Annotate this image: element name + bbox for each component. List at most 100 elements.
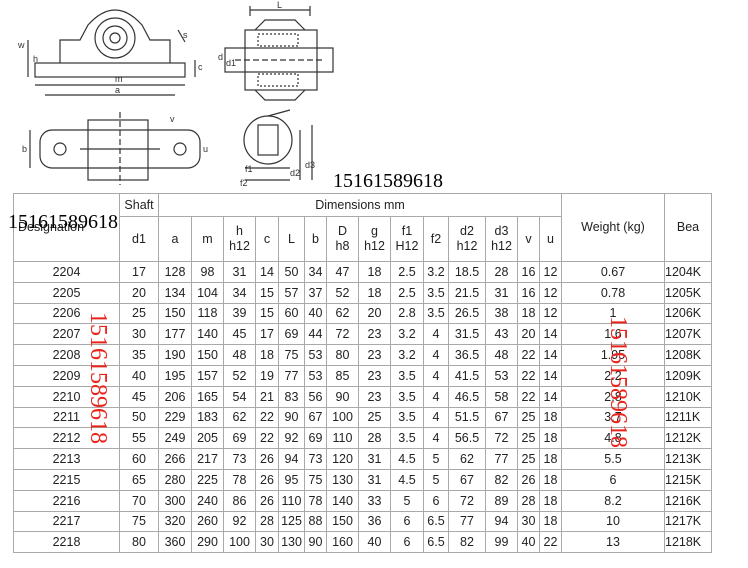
- label-c: c: [198, 62, 203, 72]
- label-b: b: [22, 144, 27, 154]
- table-cell: 72: [485, 427, 518, 450]
- table-cell: 60: [278, 302, 305, 325]
- label-h: h: [33, 54, 38, 64]
- table-cell: 82: [485, 468, 518, 491]
- table-cell: 18: [517, 302, 540, 325]
- table-cell: 4: [423, 427, 449, 450]
- table-cell: 41.5: [448, 364, 486, 387]
- table-cell: 70: [119, 489, 159, 512]
- table-cell: 2216: [13, 489, 120, 512]
- table-cell: 5: [423, 448, 449, 470]
- table-cell: 25: [119, 302, 159, 325]
- table-cell: 92: [223, 510, 256, 533]
- table-cell: 18: [539, 489, 562, 512]
- table-cell: 1209K: [664, 364, 712, 387]
- table-cell: 2215: [13, 468, 120, 491]
- table-cell: 12: [539, 281, 562, 304]
- table-cell: 90: [326, 385, 359, 408]
- dimension-col-header-top: g: [371, 224, 378, 238]
- dimension-col-header: v: [517, 216, 540, 262]
- table-cell: 36.5: [448, 344, 486, 366]
- table-cell: 28: [255, 510, 279, 533]
- table-cell: 35: [119, 344, 159, 366]
- table-cell: 10: [561, 510, 665, 533]
- table-cell: 46.5: [448, 385, 486, 408]
- table-cell: 23: [358, 323, 391, 346]
- table-cell: 150: [158, 302, 192, 325]
- table-cell: 56: [304, 385, 327, 408]
- label-d: d: [218, 52, 223, 62]
- table-cell: 28: [358, 427, 391, 450]
- table-cell: 2.8: [390, 302, 424, 325]
- table-cell: 17: [119, 261, 159, 283]
- table-cell: 77: [448, 510, 486, 533]
- table-cell: 30: [255, 531, 279, 554]
- table-cell: 2213: [13, 448, 120, 470]
- table-cell: 65: [119, 468, 159, 491]
- table-cell: 14: [539, 323, 562, 346]
- table-cell: 55: [119, 427, 159, 450]
- table-cell: 360: [158, 531, 192, 554]
- table-cell: 19: [255, 364, 279, 387]
- dimension-col-header-bottom: h12: [364, 239, 385, 253]
- table-cell: 90: [304, 531, 327, 554]
- label-d1: d1: [226, 58, 236, 68]
- table-cell: 48: [485, 344, 518, 366]
- table-cell: 104: [191, 281, 224, 304]
- table-cell: 8.2: [561, 489, 665, 512]
- phone-watermark-top: 15161589618: [333, 170, 443, 192]
- table-cell: 89: [485, 489, 518, 512]
- table-cell: 20: [358, 302, 391, 325]
- table-cell: 3.5: [390, 385, 424, 408]
- table-cell: 0.78: [561, 281, 665, 304]
- table-cell: 18: [539, 510, 562, 533]
- table-cell: 26: [255, 489, 279, 512]
- table-cell: 4.5: [390, 468, 424, 491]
- table-cell: 88: [304, 510, 327, 533]
- table-cell: 80: [326, 344, 359, 366]
- dimension-col-header-bottom: b: [312, 231, 319, 246]
- dimension-col-header-bottom: h12: [229, 239, 250, 253]
- table-cell: 20: [517, 323, 540, 346]
- dimension-col-header-bottom: a: [171, 231, 179, 246]
- table-cell: 4: [423, 406, 449, 429]
- table-cell: 40: [304, 302, 327, 325]
- table-cell: 40: [358, 531, 391, 554]
- table-cell: 110: [278, 489, 305, 512]
- table-cell: 14: [255, 261, 279, 283]
- table-cell: 1206K: [664, 302, 712, 325]
- table-cell: 31: [485, 281, 518, 304]
- table-cell: 14: [539, 344, 562, 366]
- table-cell: 31: [358, 468, 391, 491]
- table-cell: 31: [223, 261, 256, 283]
- table-cell: 1207K: [664, 323, 712, 346]
- table-cell: 34: [223, 281, 256, 304]
- dimension-col-header: c: [255, 216, 279, 262]
- table-cell: 90: [278, 406, 305, 429]
- table-cell: 18: [539, 427, 562, 450]
- table-cell: 249: [158, 427, 192, 450]
- table-cell: 12: [539, 261, 562, 283]
- table-cell: 6.5: [423, 510, 449, 533]
- dimension-col-header-bottom: c: [263, 231, 271, 246]
- label-w: w: [17, 40, 25, 50]
- table-cell: 26: [517, 468, 540, 491]
- table-cell: 14: [539, 385, 562, 408]
- table-cell: 2211: [13, 406, 120, 429]
- dimension-col-header-top: d3: [494, 224, 509, 238]
- table-cell: 13: [561, 531, 665, 554]
- drawing-svg: w h s c m a L d1 d b v u f1 f2 d2 d3: [17, 0, 334, 188]
- table-cell: 92: [278, 427, 305, 450]
- table-cell: 120: [326, 448, 359, 470]
- table-cell: 25: [517, 448, 540, 470]
- label-v: v: [170, 114, 175, 124]
- table-cell: 18: [358, 261, 391, 283]
- table-cell: 56.5: [448, 427, 486, 450]
- table-cell: 100: [223, 531, 256, 554]
- table-cell: 3.5: [423, 302, 449, 325]
- table-cell: 4: [423, 364, 449, 387]
